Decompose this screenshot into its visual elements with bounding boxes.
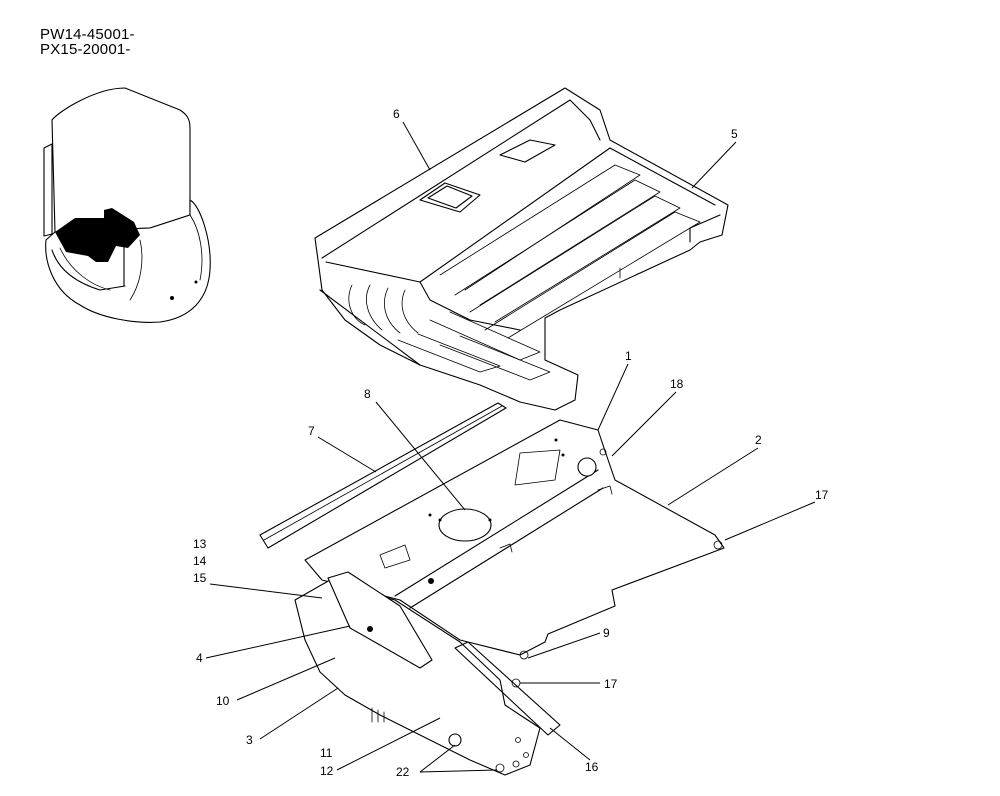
callout-7: 7 xyxy=(308,424,315,438)
callout-16: 16 xyxy=(585,760,599,774)
cab-locator-thumbnail xyxy=(43,87,211,323)
callout-11: 11 xyxy=(320,746,333,760)
callout-14: 14 xyxy=(193,554,207,568)
callout-17-upper: 17 xyxy=(815,488,829,502)
callout-10: 10 xyxy=(216,694,230,708)
callout-18: 18 xyxy=(670,377,684,391)
serial-range-2: PX15-20001- xyxy=(40,41,131,58)
callout-5: 5 xyxy=(731,127,738,141)
callout-13: 13 xyxy=(193,537,207,551)
callout-6: 6 xyxy=(393,107,400,121)
callout-17-lower: 17 xyxy=(604,677,618,691)
callout-leaders xyxy=(205,121,816,773)
callout-2: 2 xyxy=(755,433,762,447)
callout-8: 8 xyxy=(364,387,371,401)
callout-labels: 6 5 1 18 8 2 7 17 13 14 15 9 4 17 10 3 1… xyxy=(193,107,829,779)
floor-plate xyxy=(304,419,725,656)
lower-panels xyxy=(294,571,561,776)
callout-22: 22 xyxy=(396,765,410,779)
callout-3: 3 xyxy=(246,733,253,747)
serial-range-1: PW14-45001- xyxy=(40,26,135,43)
floor-mat xyxy=(314,87,729,411)
callout-4: 4 xyxy=(196,651,203,665)
trim-strip xyxy=(259,402,507,549)
callout-9: 9 xyxy=(603,626,610,640)
callout-1: 1 xyxy=(625,349,632,363)
callout-15: 15 xyxy=(193,571,207,585)
callout-12: 12 xyxy=(320,764,334,778)
